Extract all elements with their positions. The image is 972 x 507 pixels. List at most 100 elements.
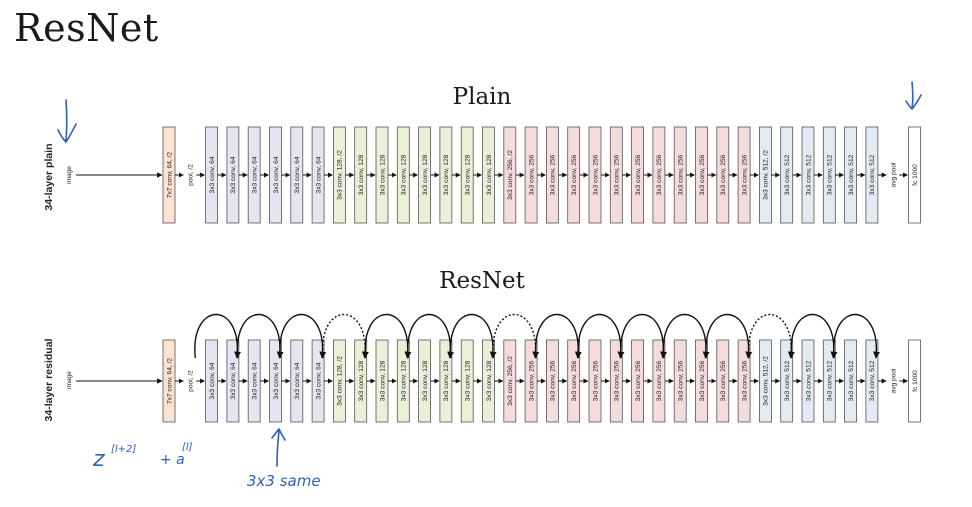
resnet-layer-label: 3x3 conv, 512 — [848, 360, 855, 401]
handwritten-formula-sup2: [l] — [182, 442, 193, 453]
resnet-layer-label: 3x3 conv, 256 — [592, 360, 599, 401]
plain-layer-label: 3x3 conv, 256 — [550, 154, 557, 195]
plain-layer-label: 3x3 conv, 256 — [678, 154, 685, 195]
handwritten-down-arrow-right — [905, 81, 922, 110]
plain-layer-label: 3x3 conv, 256 — [635, 154, 642, 195]
plain-layer-label: 3x3 conv, 128 — [486, 154, 493, 195]
plain-layer-label: 3x3 conv, 128 — [401, 154, 408, 195]
plain-layer-label: 3x3 conv, 512, /2 — [763, 150, 770, 200]
plain-layer-label: 3x3 conv, 512 — [805, 154, 812, 195]
plain-layer-label: 3x3 conv, 256 — [656, 154, 663, 195]
resnet-layer-label: 3x3 conv, 512, /2 — [763, 356, 770, 406]
resnet-layer-label: 3x3 conv, 64 — [209, 362, 216, 399]
plain-layer-label: 7x7 conv, 64, /2 — [166, 152, 173, 198]
resnet-layer-label: 3x3 conv, 64 — [230, 362, 237, 399]
skip-connection-arc — [236, 313, 284, 359]
resnet-layer-label: 3x3 conv, 512 — [827, 360, 834, 401]
resnet-layer-label: 3x3 conv, 128 — [422, 360, 429, 401]
plain-layer-label: fc 1000 — [912, 164, 919, 186]
page-title: ResNet — [14, 6, 159, 50]
plain-layer-box — [908, 126, 921, 224]
plain-layer-label: 3x3 conv, 512 — [869, 154, 876, 195]
skip-connection-arc — [662, 313, 710, 359]
skip-connection-arc — [577, 313, 625, 359]
skip-connections — [194, 313, 881, 359]
plain-layer-label: 3x3 conv, 64 — [315, 156, 322, 193]
resnet-layer-label: 3x3 conv, 512 — [869, 360, 876, 401]
resnet-layer-label: 3x3 conv, 64 — [273, 362, 280, 399]
plain-layer-label: 3x3 conv, 128 — [379, 154, 386, 195]
plain-layer-label: 3x3 conv, 256, /2 — [507, 150, 514, 200]
skip-connection-arc — [279, 313, 327, 359]
skip-connection-arc — [492, 313, 540, 359]
skip-connection-arc — [364, 313, 412, 359]
resnet-layer-label: 3x3 conv, 256 — [550, 360, 557, 401]
plain-layer-label: 3x3 conv, 64 — [273, 156, 280, 193]
plain-layer-label: 3x3 conv, 256 — [592, 154, 599, 195]
resnet-layer-label: 3x3 conv, 256 — [528, 360, 535, 401]
resnet-layer-label: 3x3 conv, 128 — [465, 360, 472, 401]
resnet-layer-label: fc 1000 — [912, 370, 919, 392]
plain-layer-label: 3x3 conv, 128, /2 — [337, 150, 344, 200]
handwritten-down-arrow-left — [57, 99, 77, 143]
resnet-input-label: image — [66, 371, 73, 389]
resnet-layer-label: 3x3 conv, 64 — [252, 362, 259, 399]
plain-layer-label: 3x3 conv, 256 — [741, 154, 748, 195]
plain-layer-label: 3x3 conv, 64 — [252, 156, 259, 193]
skip-connection-arc — [534, 313, 582, 359]
resnet-layer-label: pool, /2 — [188, 370, 195, 392]
resnet-layer-label: 3x3 conv, 256 — [614, 360, 621, 401]
plain-layer-label: 3x3 conv, 256 — [528, 154, 535, 195]
plain-layer-label: 3x3 conv, 256 — [571, 154, 578, 195]
skip-connection-arc — [790, 313, 838, 359]
resnet-layer-label: 3x3 conv, 256 — [699, 360, 706, 401]
skip-connection-arc — [705, 313, 753, 359]
plain-layer-label: 3x3 conv, 256 — [614, 154, 621, 195]
resnet-layer-label: 3x3 conv, 64 — [315, 362, 322, 399]
resnet-layer-label: 3x3 conv, 512 — [805, 360, 812, 401]
plain-layer-label: 3x3 conv, 512 — [784, 154, 791, 195]
resnet-layer-label: 3x3 conv, 128 — [443, 360, 450, 401]
skip-connection-arc — [833, 313, 881, 359]
skip-connection-arc — [747, 313, 795, 359]
plain-layer-label: 3x3 conv, 512 — [827, 154, 834, 195]
resnet-layer-label: 3x3 conv, 128 — [358, 360, 365, 401]
resnet-layer-label: 3x3 conv, 256 — [741, 360, 748, 401]
resnet-layer-label: 7x7 conv, 64, /2 — [166, 358, 173, 404]
resnet-layer-label: 3x3 conv, 128 — [486, 360, 493, 401]
resnet-layer-label: 3x3 conv, 256 — [571, 360, 578, 401]
plain-layer-label: 3x3 conv, 128 — [443, 154, 450, 195]
skip-connection-arc — [407, 313, 455, 359]
resnet-side-label: 34-layer residual — [43, 338, 55, 421]
resnet-layer-label: 3x3 conv, 256 — [656, 360, 663, 401]
plain-layer-label: 3x3 conv, 128 — [422, 154, 429, 195]
plain-layer-label: 3x3 conv, 64 — [209, 156, 216, 193]
resnet-layer-label: 3x3 conv, 128, /2 — [337, 356, 344, 406]
resnet-layer-label: 3x3 conv, 512 — [784, 360, 791, 401]
resnet-layer-box — [908, 339, 921, 423]
resnet-layer-label: 3x3 conv, 256 — [635, 360, 642, 401]
plain-layer-label: avg pool — [891, 162, 898, 187]
plain-heading: Plain — [453, 84, 512, 110]
handwritten-formula-z: z — [92, 447, 105, 472]
resnet-layer-label: 3x3 conv, 64 — [294, 362, 301, 399]
resnet-layer-label: 3x3 conv, 256 — [720, 360, 727, 401]
plain-layer-label: 3x3 conv, 64 — [230, 156, 237, 193]
skip-connection-arc — [449, 313, 497, 359]
handwritten-formula-sup1: [l+2] — [111, 444, 136, 455]
resnet-layer-label: 3x3 conv, 128 — [379, 360, 386, 401]
resnet-heading: ResNet — [439, 268, 525, 294]
skip-connection-arc — [321, 313, 369, 359]
plain-layer-label: 3x3 conv, 512 — [848, 154, 855, 195]
plain-side-label: 34-layer plain — [43, 143, 55, 210]
skip-connection-arc — [194, 313, 242, 359]
skip-connection-arc — [620, 313, 668, 359]
resnet-layer-label: 3x3 conv, 256 — [678, 360, 685, 401]
handwritten-note: 3x3 same — [247, 472, 321, 490]
resnet-layer-label: 3x3 conv, 256, /2 — [507, 356, 514, 406]
plain-layer-label: 3x3 conv, 256 — [699, 154, 706, 195]
resnet-layer-label: 3x3 conv, 128 — [401, 360, 408, 401]
plain-input-label: image — [66, 166, 73, 184]
